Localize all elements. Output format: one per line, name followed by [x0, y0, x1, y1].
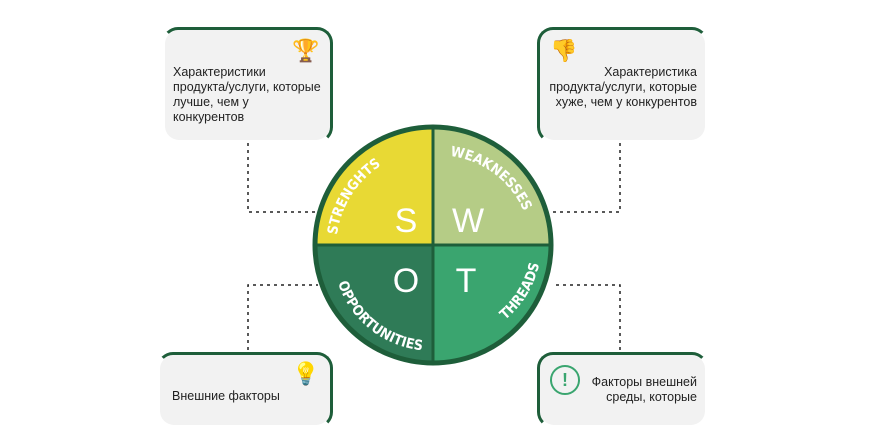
- segment-o: [315, 245, 433, 363]
- opportunities-description: Внешние факторы: [172, 389, 280, 403]
- opportunities-card: 💡 Внешние факторы: [157, 352, 333, 428]
- segment-s: [315, 127, 433, 245]
- letter-o: O: [393, 262, 419, 300]
- swot-circle: STRENGHTS WEAKNESSES OPPORTUNITIES THREA…: [312, 124, 554, 366]
- threats-description: Факторы внешней среды, которые: [591, 375, 697, 404]
- segment-t: [433, 245, 551, 363]
- letter-s: S: [395, 202, 418, 240]
- weaknesses-description: Характеристика продукта/услуги, которые …: [549, 65, 697, 109]
- lightbulb-icon: 💡: [292, 361, 320, 386]
- strengths-description: Характеристики продукта/услуги, которые …: [173, 65, 321, 124]
- strengths-card: 🏆 Характеристики продукта/услуги, которы…: [162, 27, 333, 143]
- threats-card: ! Факторы внешней среды, которые: [537, 352, 708, 428]
- thumbs-down-icon: 👎: [550, 38, 578, 63]
- letter-t: T: [456, 262, 477, 300]
- segment-w: [433, 127, 551, 245]
- connector-lines: [247, 143, 621, 350]
- letter-w: W: [452, 202, 484, 240]
- swot-diagram: STRENGHTS WEAKNESSES OPPORTUNITIES THREA…: [247, 124, 621, 366]
- exclamation-icon: !: [550, 365, 580, 395]
- weaknesses-card: 👎 Характеристика продукта/услуги, которы…: [537, 27, 708, 143]
- trophy-icon: 🏆: [292, 38, 320, 63]
